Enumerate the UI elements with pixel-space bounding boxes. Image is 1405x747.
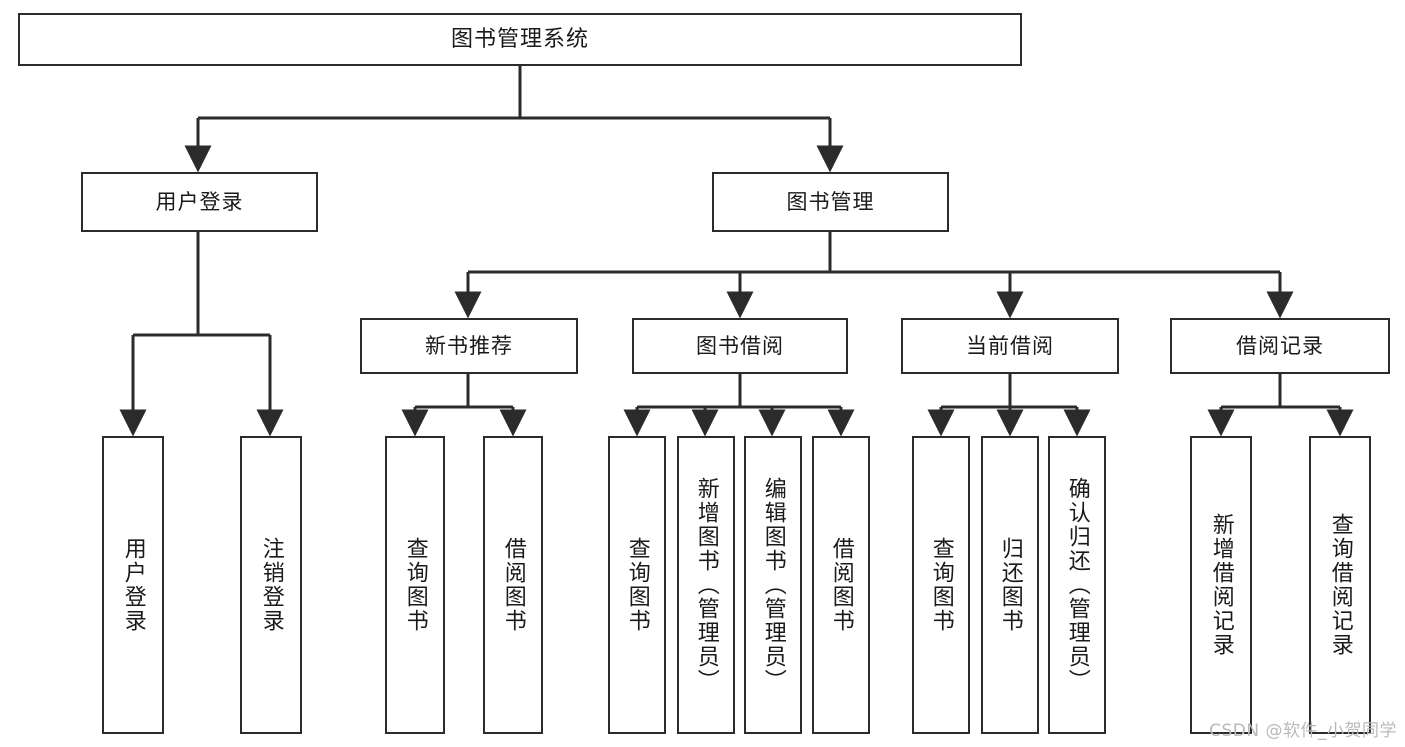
node-leaf-add-book-admin-label: 新增图书（管理员） — [693, 477, 719, 693]
node-leaf-query-record[interactable]: 查询借阅记录 — [1309, 436, 1371, 734]
node-leaf-edit-book-admin[interactable]: 编辑图书（管理员） — [744, 436, 802, 734]
node-root-label: 图书管理系统 — [450, 26, 589, 52]
node-leaf-query-record-label: 查询借阅记录 — [1327, 513, 1353, 657]
node-leaf-query-book-b[interactable]: 查询图书 — [608, 436, 666, 734]
node-leaf-confirm-return-admin[interactable]: 确认归还（管理员） — [1048, 436, 1106, 734]
node-leaf-query-book-b-label: 查询图书 — [624, 537, 650, 633]
node-leaf-user-login-label: 用户登录 — [120, 537, 146, 633]
node-leaf-return-book[interactable]: 归还图书 — [981, 436, 1039, 734]
node-leaf-return-book-label: 归还图书 — [997, 537, 1023, 633]
node-current-borrow[interactable]: 当前借阅 — [901, 318, 1119, 374]
node-leaf-query-book-a-label: 查询图书 — [402, 537, 428, 633]
node-current-borrow-label: 当前借阅 — [966, 333, 1054, 358]
node-user-login[interactable]: 用户登录 — [81, 172, 318, 232]
node-book-borrow-label: 图书借阅 — [696, 333, 784, 358]
node-leaf-add-book-admin[interactable]: 新增图书（管理员） — [677, 436, 735, 734]
node-leaf-query-book-a[interactable]: 查询图书 — [385, 436, 445, 734]
node-leaf-add-record-label: 新增借阅记录 — [1208, 513, 1234, 657]
node-leaf-edit-book-admin-label: 编辑图书（管理员） — [760, 477, 786, 693]
node-borrow-record-label: 借阅记录 — [1236, 333, 1324, 358]
node-leaf-add-record[interactable]: 新增借阅记录 — [1190, 436, 1252, 734]
node-leaf-confirm-return-admin-label: 确认归还（管理员） — [1064, 477, 1090, 693]
node-leaf-logout-login-label: 注销登录 — [258, 537, 284, 633]
node-borrow-record[interactable]: 借阅记录 — [1170, 318, 1390, 374]
node-leaf-user-login[interactable]: 用户登录 — [102, 436, 164, 734]
node-book-borrow[interactable]: 图书借阅 — [632, 318, 848, 374]
node-root[interactable]: 图书管理系统 — [18, 13, 1022, 66]
node-book-manage-label: 图书管理 — [786, 189, 875, 214]
node-leaf-query-book-c-label: 查询图书 — [928, 537, 954, 633]
node-leaf-query-book-c[interactable]: 查询图书 — [912, 436, 970, 734]
node-leaf-borrow-book-a[interactable]: 借阅图书 — [483, 436, 543, 734]
node-user-login-label: 用户登录 — [155, 189, 244, 214]
node-leaf-borrow-book-b[interactable]: 借阅图书 — [812, 436, 870, 734]
node-leaf-borrow-book-a-label: 借阅图书 — [500, 537, 526, 633]
node-new-book-recommend[interactable]: 新书推荐 — [360, 318, 578, 374]
csdn-watermark: CSDN @软件_小贺同学 — [1209, 721, 1397, 741]
node-leaf-borrow-book-b-label: 借阅图书 — [828, 537, 854, 633]
node-book-manage[interactable]: 图书管理 — [712, 172, 949, 232]
node-leaf-logout-login[interactable]: 注销登录 — [240, 436, 302, 734]
node-new-book-recommend-label: 新书推荐 — [425, 333, 513, 358]
